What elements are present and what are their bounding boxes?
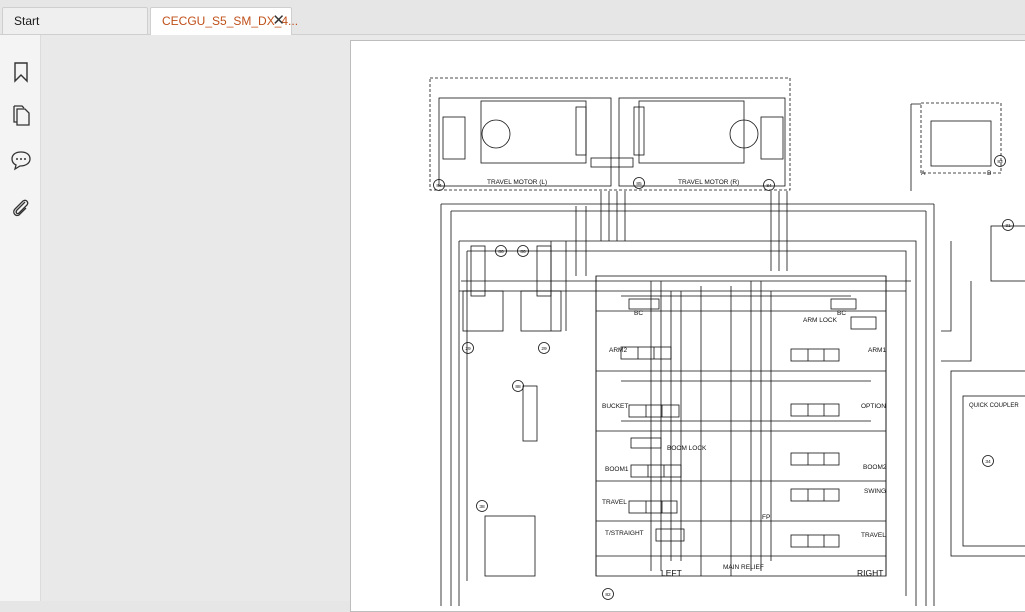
comment-icon[interactable] (10, 149, 32, 171)
label-arm2: ARM2 (609, 347, 627, 354)
label-quick-coupler: QUICK COUPLER (969, 403, 1019, 409)
callout-34: 34 (985, 459, 991, 465)
label-boom2: BOOM2 (863, 464, 887, 471)
pages-icon[interactable] (10, 105, 32, 127)
callout-86-left: 86 (498, 249, 504, 255)
label-bucket: BUCKET (602, 403, 628, 410)
tab-document-label: CECGU_S5_SM_DX_4... (162, 14, 299, 28)
close-icon[interactable]: ✕ (272, 12, 285, 29)
attachment-icon[interactable] (10, 197, 32, 219)
callout-82: 82 (605, 592, 611, 598)
callout-38: 38 (479, 504, 485, 510)
label-bc-left: BC (634, 310, 643, 317)
label-travel-motor-left: TRAVEL MOTOR (L) (487, 179, 547, 186)
label-right: RIGHT (857, 568, 883, 578)
label-travel-motor-right: TRAVEL MOTOR (R) (678, 179, 739, 186)
callout-84-left: 84 (436, 183, 442, 189)
label-boom-lock: BOOM LOCK (667, 445, 707, 452)
label-tstraight: T/STRAIGHT (605, 530, 644, 537)
label-port-b: B (987, 170, 991, 177)
label-main-relief: MAIN RELIEF (723, 564, 764, 571)
label-arm1: ARM1 (868, 347, 886, 354)
label-bc-right: BC (837, 310, 846, 317)
label-option: OPTION (861, 403, 886, 410)
callout-83: 83 (997, 159, 1003, 165)
callout-29-right: 29 (541, 346, 547, 352)
callout-84-right: 84 (766, 183, 772, 189)
callout-88: 88 (515, 384, 521, 390)
callout-86-right: 86 (520, 249, 526, 255)
tab-bar: Start CECGU_S5_SM_DX_4... ✕ (0, 0, 1025, 35)
label-travel-right: TRAVEL (861, 532, 886, 539)
tab-document[interactable]: CECGU_S5_SM_DX_4... ✕ (150, 7, 298, 35)
callout-31: 31 (1005, 223, 1011, 229)
hydraulic-schematic: TRAVEL MOTOR (L) TRAVEL MOTOR (R) BC BC … (429, 77, 1025, 606)
tab-start-label: Start (14, 14, 40, 28)
label-left: LEFT (661, 568, 682, 578)
callout-85: 85 (636, 181, 642, 187)
bookmark-icon[interactable] (10, 61, 32, 83)
label-port-a: A (921, 170, 926, 177)
label-arm-lock: ARM LOCK (803, 317, 838, 324)
pdf-page[interactable]: TRAVEL MOTOR (L) TRAVEL MOTOR (R) BC BC … (350, 40, 1025, 612)
tab-start[interactable]: Start (2, 7, 148, 34)
callout-29-left: 29 (465, 346, 471, 352)
label-fp: FP (762, 514, 770, 521)
label-swing: SWING (864, 488, 886, 495)
left-sidebar (0, 35, 41, 601)
label-travel-left: TRAVEL (602, 499, 627, 506)
label-boom1: BOOM1 (605, 466, 629, 473)
